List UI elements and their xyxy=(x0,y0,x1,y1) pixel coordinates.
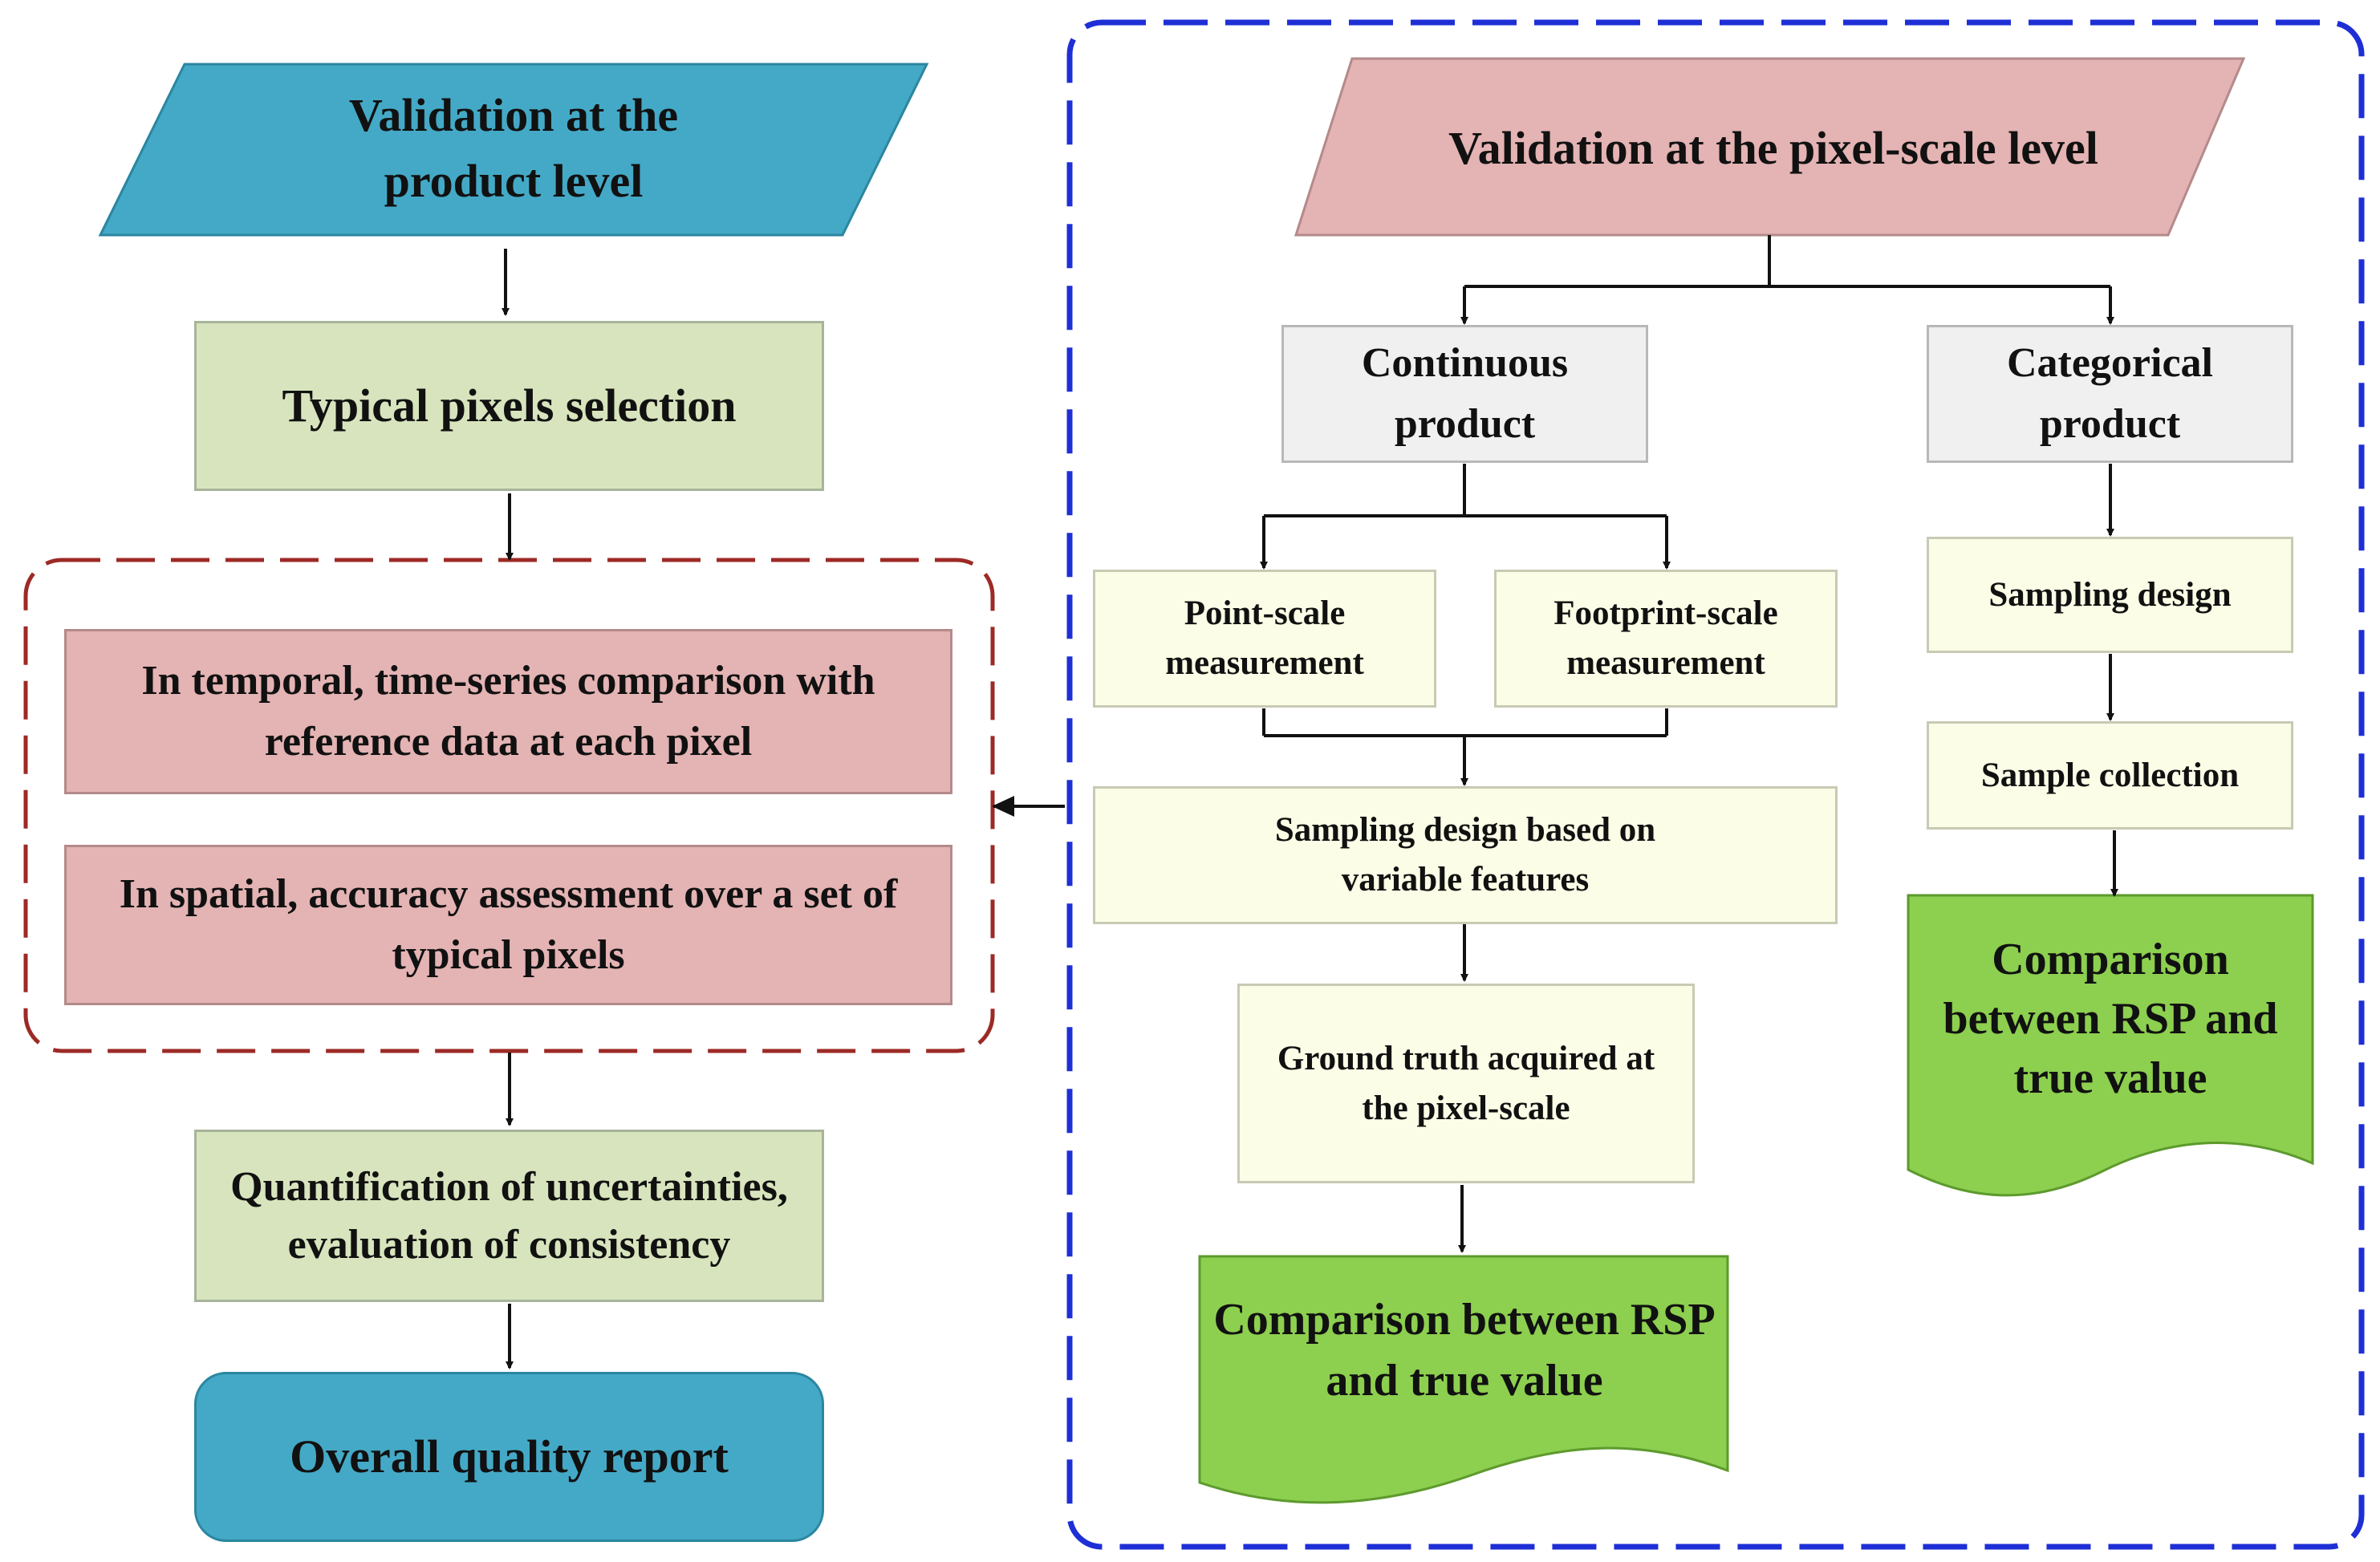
temporal-comparison-box: In temporal, time-series comparison with… xyxy=(64,629,952,794)
pixel-level-group-outline xyxy=(1066,19,2365,1550)
quantification-box: Quantification of uncertainties, evaluat… xyxy=(194,1130,824,1302)
sample-collection-box: Sample collection xyxy=(1927,721,2293,830)
comparison-continuous-shape xyxy=(1198,1255,1729,1504)
point-scale-measurement-box: Point-scale measurement xyxy=(1093,570,1436,708)
sampling-design-variable-label: Sampling design based on variable featur… xyxy=(1274,811,1656,899)
categorical-product-label: Categorical product xyxy=(2006,340,2213,447)
spatial-assessment-label: In spatial, accuracy assessment over a s… xyxy=(119,871,898,978)
product-level-title: Validation at the product level xyxy=(348,89,679,207)
footprint-scale-measurement-box: Footprint-scale measurement xyxy=(1494,570,1838,708)
comparison-categorical-label: Comparison between RSP and true value xyxy=(1943,935,2278,1103)
spatial-assessment-box: In spatial, accuracy assessment over a s… xyxy=(64,845,952,1005)
typical-pixels-selection-label: Typical pixels selection xyxy=(282,379,737,432)
sampling-design-box: Sampling design xyxy=(1927,537,2293,653)
ground-truth-box: Ground truth acquired at the pixel-scale xyxy=(1237,984,1695,1183)
sampling-design-label: Sampling design xyxy=(1988,575,2232,614)
ground-truth-label: Ground truth acquired at the pixel-scale xyxy=(1277,1039,1655,1127)
categorical-product-box: Categorical product xyxy=(1927,325,2293,463)
typical-pixels-selection-box: Typical pixels selection xyxy=(194,321,824,491)
point-scale-measurement-label: Point-scale measurement xyxy=(1165,594,1364,682)
overall-quality-report-label: Overall quality report xyxy=(290,1430,729,1483)
footprint-scale-measurement-label: Footprint-scale measurement xyxy=(1553,594,1778,682)
comparison-categorical-shape xyxy=(1907,894,2314,1197)
continuous-product-label: Continuous product xyxy=(1361,340,1569,447)
pixel-level-title: Validation at the pixel-scale level xyxy=(1448,122,2098,174)
overall-quality-report-box: Overall quality report xyxy=(194,1372,824,1542)
comparison-continuous-label: Comparison between RSP and true value xyxy=(1213,1294,1716,1406)
continuous-product-box: Continuous product xyxy=(1281,325,1648,463)
pixel-level-header-shape xyxy=(1294,57,2246,237)
sample-collection-label: Sample collection xyxy=(1980,756,2240,794)
sampling-design-variable-box: Sampling design based on variable featur… xyxy=(1093,786,1838,924)
quantification-label: Quantification of uncertainties, evaluat… xyxy=(230,1163,788,1268)
temporal-comparison-label: In temporal, time-series comparison with… xyxy=(141,658,875,765)
product-level-header-shape xyxy=(98,63,929,237)
